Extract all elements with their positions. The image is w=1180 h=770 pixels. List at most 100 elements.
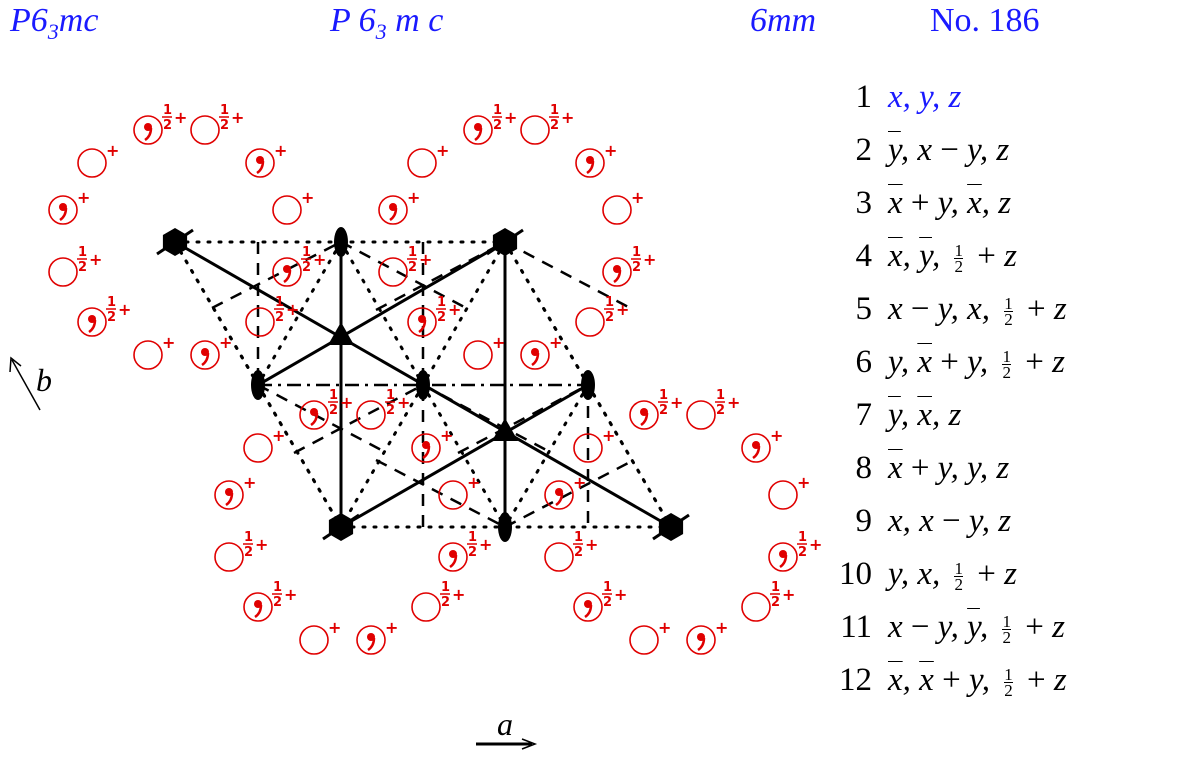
comma-icon bbox=[59, 207, 68, 222]
operation-coordinates: x + y, y, z bbox=[888, 450, 1010, 486]
height-label: + bbox=[313, 250, 326, 269]
enantiomorph-position-icon bbox=[299, 400, 329, 430]
three-fold-axis-icon bbox=[492, 418, 518, 441]
height-label: 1 bbox=[302, 245, 311, 260]
height-label: 2 bbox=[273, 595, 282, 610]
position-circle-icon bbox=[629, 625, 659, 655]
axis-b-arrow bbox=[11, 359, 41, 411]
operation-number: 9 bbox=[855, 503, 873, 539]
height-label: 2 bbox=[78, 260, 87, 275]
operation-1: 1 x, y, z bbox=[820, 74, 1067, 127]
glide-line bbox=[504, 458, 635, 529]
glide-line bbox=[211, 240, 342, 310]
height-label: 1 bbox=[798, 530, 807, 545]
operation-coordinates: x, y, z bbox=[888, 79, 962, 115]
operation-coordinates: y, x − y, z bbox=[888, 132, 1010, 168]
height-label: + bbox=[89, 250, 102, 269]
comma-icon bbox=[418, 319, 427, 334]
comma-icon bbox=[201, 352, 210, 367]
position-circle-icon bbox=[356, 400, 386, 430]
height-label: 2 bbox=[605, 310, 614, 325]
enantiomorph-position-icon bbox=[356, 625, 386, 655]
height-label: + bbox=[118, 300, 131, 319]
height-label: 2 bbox=[408, 260, 417, 275]
height-label: 1 bbox=[468, 530, 477, 545]
comma-icon bbox=[310, 412, 319, 427]
enantiomorph-position-icon bbox=[544, 480, 574, 510]
height-label: + bbox=[614, 585, 627, 604]
comma-icon bbox=[283, 269, 292, 284]
enantiomorph-position-icon bbox=[214, 480, 244, 510]
position-circle-icon bbox=[245, 307, 275, 337]
enantiomorph-position-icon bbox=[133, 115, 163, 145]
height-label: + bbox=[407, 188, 420, 207]
two-fold-screw-axis-icon bbox=[416, 370, 430, 400]
enantiomorph-position-icon bbox=[245, 148, 275, 178]
height-label: + bbox=[573, 473, 586, 492]
height-label: + bbox=[467, 473, 480, 492]
enantiomorph-position-icon bbox=[48, 195, 78, 225]
operation-number: 11 bbox=[840, 609, 872, 645]
height-label: 1 bbox=[771, 580, 780, 595]
glide-line bbox=[504, 240, 635, 312]
height-label: 1 bbox=[273, 580, 282, 595]
height-label: 1 bbox=[78, 245, 87, 260]
height-label: + bbox=[782, 585, 795, 604]
position-circle-icon bbox=[190, 115, 220, 145]
height-label: 1 bbox=[441, 580, 450, 595]
axis-a-label: a bbox=[497, 706, 513, 742]
height-label: + bbox=[809, 535, 822, 554]
comma-icon bbox=[474, 127, 483, 142]
position-circle-icon bbox=[768, 480, 798, 510]
height-label: 2 bbox=[220, 118, 229, 133]
height-label: + bbox=[479, 535, 492, 554]
glide-line bbox=[457, 383, 589, 455]
height-label: 2 bbox=[275, 310, 284, 325]
height-label: + bbox=[616, 300, 629, 319]
position-circle-icon bbox=[214, 542, 244, 572]
position-circle-icon bbox=[544, 542, 574, 572]
height-label: 2 bbox=[437, 310, 446, 325]
space-group-number: No. 186 bbox=[930, 2, 1040, 39]
three-fold-axis-icon bbox=[328, 322, 354, 345]
axis-b-label: b bbox=[36, 362, 52, 398]
height-label: 2 bbox=[632, 260, 641, 275]
enantiomorph-position-icon bbox=[573, 592, 603, 622]
height-label: + bbox=[585, 535, 598, 554]
height-label: + bbox=[504, 108, 517, 127]
height-label: + bbox=[286, 300, 299, 319]
operation-number: 5 bbox=[855, 291, 873, 327]
operation-coordinates: x + y, x, z bbox=[888, 185, 1012, 221]
height-label: + bbox=[440, 426, 453, 445]
point-group: 6mm bbox=[750, 2, 817, 39]
enantiomorph-position-icon bbox=[520, 340, 550, 370]
comma-icon bbox=[779, 554, 788, 569]
glide-line bbox=[257, 383, 388, 455]
height-label: 1 bbox=[632, 245, 641, 260]
operation-number: 12 bbox=[839, 662, 872, 698]
height-label: 2 bbox=[659, 403, 668, 418]
operation-number: 3 bbox=[855, 185, 873, 221]
position-circle-icon bbox=[48, 257, 78, 287]
height-label: 2 bbox=[574, 545, 583, 560]
operation-number: 6 bbox=[855, 344, 873, 380]
height-label: + bbox=[272, 426, 285, 445]
height-label: 1 bbox=[244, 530, 253, 545]
dotted-line bbox=[421, 240, 507, 387]
operation-number: 7 bbox=[855, 397, 873, 433]
comma-icon bbox=[367, 637, 376, 652]
position-circle-icon bbox=[463, 340, 493, 370]
height-label: 2 bbox=[603, 595, 612, 610]
height-label: 1 bbox=[329, 388, 338, 403]
operation-number: 1 bbox=[855, 79, 873, 115]
operation-number: 8 bbox=[855, 450, 873, 486]
position-circle-icon bbox=[520, 115, 550, 145]
height-label: + bbox=[448, 300, 461, 319]
comma-icon bbox=[584, 604, 593, 619]
height-label: 2 bbox=[798, 545, 807, 560]
